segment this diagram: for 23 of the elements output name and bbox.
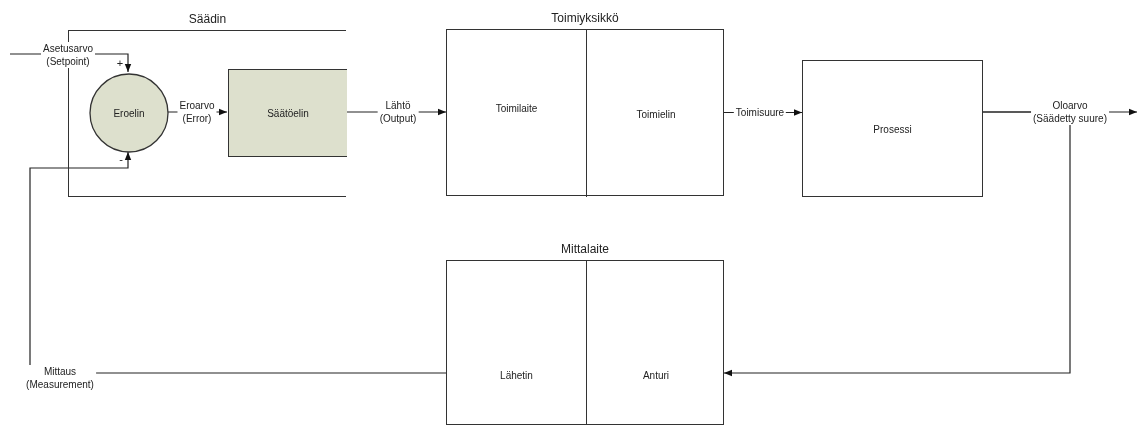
block-label: Eroelin: [113, 107, 145, 119]
block-label: Prosessi: [873, 123, 912, 134]
group-heading: Toimiyksikkö: [551, 11, 619, 25]
arrow: [29, 151, 447, 374]
block-frame: [802, 60, 983, 197]
controller-block: [228, 69, 347, 157]
block-label: Säätöelin: [267, 107, 309, 119]
sign-label: +: [116, 57, 124, 69]
block-label: Toimielin: [636, 108, 676, 119]
group-heading: Säädin: [188, 12, 227, 26]
block-label: Lähetin: [500, 369, 533, 381]
block-label: Toimilaite: [495, 103, 538, 114]
edge-label: Lähtö (Output): [377, 99, 419, 125]
edge-label: Mittaus (Measurement): [24, 365, 96, 391]
arrow: [723, 111, 1071, 377]
edge-label: Eroarvo (Error): [177, 99, 217, 125]
block-label: Anturi: [642, 369, 670, 381]
sign-label: -: [119, 153, 123, 165]
edge-label: Toimisuure: [733, 105, 787, 119]
edge-label: Asetusarvo (Setpoint): [41, 42, 95, 68]
edge-label: Oloarvo (Säädetty suure): [1031, 99, 1109, 125]
comparator-circle: [89, 73, 169, 153]
group-heading: Mittalaite: [561, 242, 609, 256]
